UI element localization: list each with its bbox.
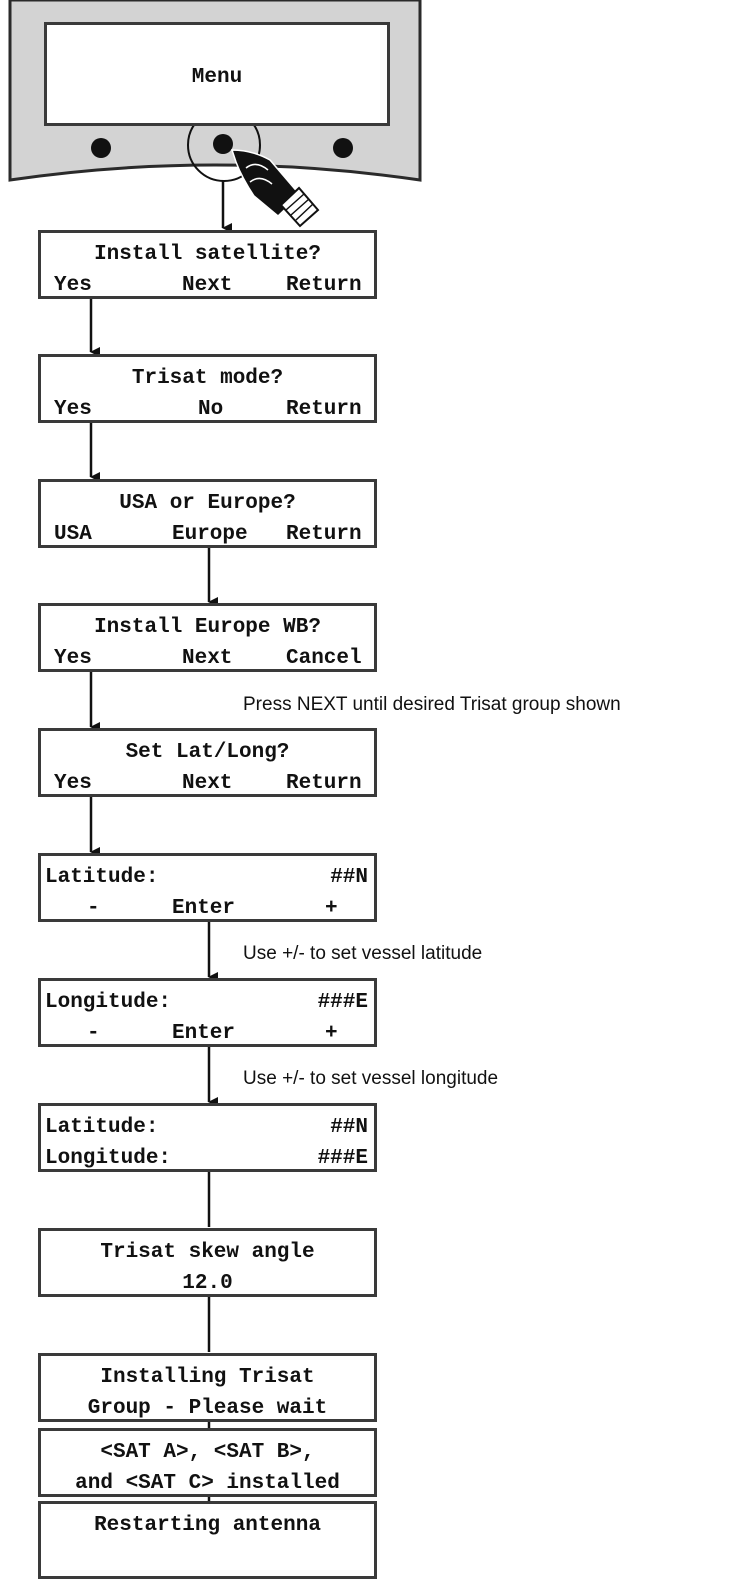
screen-install-satellite: Install satellite? Yes Next Return (38, 230, 377, 299)
skew-title: Trisat skew angle (100, 1241, 315, 1264)
option-yes[interactable]: Yes (54, 274, 92, 297)
installing-line2: Group - Please wait (87, 1397, 328, 1420)
screen-set-lat-long: Set Lat/Long? Yes Next Return (38, 728, 377, 797)
option-usa[interactable]: USA (54, 523, 92, 546)
option-plus[interactable]: + (325, 897, 338, 920)
option-minus[interactable]: - (87, 1022, 100, 1045)
screen-title: Set Lat/Long? (125, 741, 290, 764)
installed-line1: <SAT A>, <SAT B>, (100, 1441, 315, 1464)
restarting-line1: Restarting antenna (94, 1514, 321, 1537)
screen-latlong-summary: Latitude: ##N Longitude: ###E (38, 1103, 377, 1172)
latitude-value: ##N (330, 866, 368, 889)
installed-line2: and <SAT C> installed (75, 1472, 340, 1495)
option-next[interactable]: Next (182, 772, 233, 795)
screen-latitude: Latitude: ##N - Enter + (38, 853, 377, 922)
note-press-next: Press NEXT until desired Trisat group sh… (243, 694, 621, 715)
option-next[interactable]: Next (182, 274, 233, 297)
summary-longitude-value: ###E (317, 1147, 368, 1170)
option-cancel[interactable]: Cancel (286, 647, 362, 670)
screen-restarting: Restarting antenna (38, 1501, 377, 1579)
summary-latitude-value: ##N (330, 1116, 368, 1139)
option-no[interactable]: No (198, 398, 224, 421)
summary-longitude-label: Longitude: (45, 1147, 172, 1170)
option-plus[interactable]: + (325, 1022, 338, 1045)
screen-title: Install satellite? (94, 243, 321, 266)
option-enter[interactable]: Enter (172, 1022, 236, 1045)
screen-title: USA or Europe? (119, 492, 296, 515)
screen-title: Trisat mode? (131, 367, 284, 390)
screen-installing: Installing Trisat Group - Please wait (38, 1353, 377, 1422)
note-set-longitude: Use +/- to set vessel longitude (243, 1068, 499, 1089)
option-return[interactable]: Return (286, 772, 362, 795)
option-yes[interactable]: Yes (54, 398, 92, 421)
note-set-latitude: Use +/- to set vessel latitude (243, 943, 483, 964)
screen-install-europe-wb: Install Europe WB? Yes Next Cancel (38, 603, 377, 672)
option-yes[interactable]: Yes (54, 772, 92, 795)
longitude-label: Longitude: (45, 991, 172, 1014)
screen-installed: <SAT A>, <SAT B>, and <SAT C> installed (38, 1428, 377, 1497)
option-return[interactable]: Return (286, 398, 362, 421)
right-panel-button[interactable] (333, 138, 353, 158)
option-return[interactable]: Return (286, 523, 362, 546)
screen-longitude: Longitude: ###E - Enter + (38, 978, 377, 1047)
option-next[interactable]: Next (182, 647, 233, 670)
summary-latitude-label: Latitude: (45, 1116, 159, 1139)
latitude-label: Latitude: (45, 866, 159, 889)
option-enter[interactable]: Enter (172, 897, 236, 920)
panel-screen: Menu (44, 22, 390, 126)
longitude-value: ###E (317, 991, 368, 1014)
left-panel-button[interactable] (91, 138, 111, 158)
panel-screen-text: Menu (191, 66, 243, 89)
screen-skew-angle: Trisat skew angle 12.0 (38, 1228, 377, 1297)
option-yes[interactable]: Yes (54, 647, 92, 670)
screen-usa-or-europe: USA or Europe? USA Europe Return (38, 479, 377, 548)
option-return[interactable]: Return (286, 274, 362, 297)
pointing-hand-icon (230, 149, 320, 228)
option-europe[interactable]: Europe (172, 523, 248, 546)
option-minus[interactable]: - (87, 897, 100, 920)
center-panel-button[interactable] (213, 134, 233, 154)
installing-line1: Installing Trisat (100, 1366, 315, 1389)
screen-title: Install Europe WB? (94, 616, 321, 639)
screen-trisat-mode: Trisat mode? Yes No Return (38, 354, 377, 423)
skew-value: 12.0 (182, 1272, 233, 1295)
